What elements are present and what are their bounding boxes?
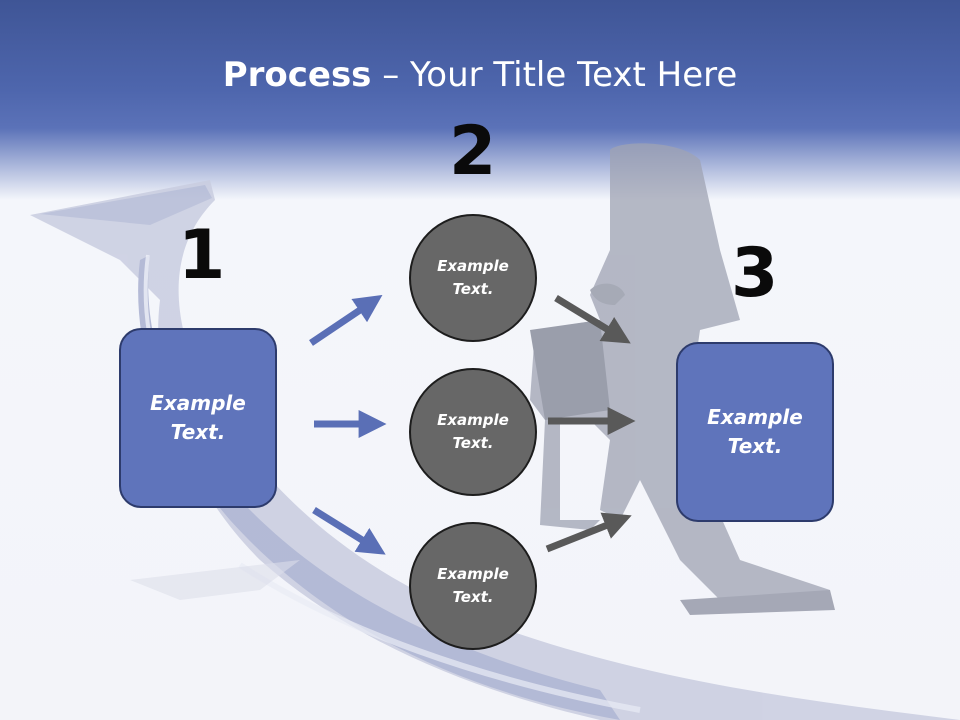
circle-bottom: Example Text. bbox=[409, 522, 537, 650]
end-box-text: Example Text. bbox=[707, 405, 803, 458]
step-number-3: 3 bbox=[731, 234, 779, 313]
start-box-text: Example Text. bbox=[150, 391, 246, 444]
slide-title: Process – Your Title Text Here bbox=[0, 50, 960, 100]
step-number-1: 1 bbox=[178, 216, 226, 295]
circle-top: Example Text. bbox=[409, 214, 537, 342]
end-box: Example Text. bbox=[676, 342, 834, 522]
circle-middle-text: Example Text. bbox=[437, 411, 509, 452]
circle-middle: Example Text. bbox=[409, 368, 537, 496]
circle-top-text: Example Text. bbox=[437, 257, 509, 298]
step-number-2: 2 bbox=[449, 112, 497, 191]
circle-bottom-text: Example Text. bbox=[437, 565, 509, 606]
title-bold: Process bbox=[222, 55, 372, 95]
start-box: Example Text. bbox=[119, 328, 277, 508]
title-rest: – Your Title Text Here bbox=[371, 55, 738, 95]
